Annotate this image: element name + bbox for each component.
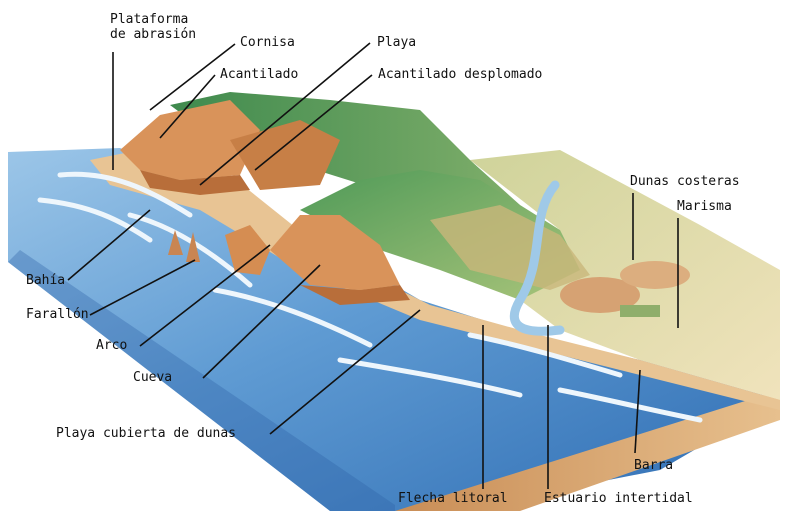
label-dunas-costeras: Dunas costeras (630, 174, 740, 189)
label-acantilado-desplomado: Acantilado desplomado (378, 67, 542, 82)
marsh-patch (620, 305, 660, 317)
label-bahia: Bahía (26, 273, 65, 288)
label-barra: Barra (634, 458, 673, 473)
label-marisma: Marisma (677, 199, 732, 214)
label-plataforma-line1: Plataforma (110, 12, 196, 27)
label-plataforma-de-abrasion: Plataforma de abrasión (110, 12, 196, 42)
label-farallon: Farallón (26, 307, 89, 322)
label-playa: Playa (377, 35, 416, 50)
label-plataforma-line2: de abrasión (110, 27, 196, 42)
coastal-dune-2 (620, 261, 690, 289)
label-flecha-litoral: Flecha litoral (398, 491, 508, 506)
label-cueva: Cueva (133, 370, 172, 385)
label-cornisa: Cornisa (240, 35, 295, 50)
label-estuario-intertidal: Estuario intertidal (544, 491, 693, 506)
label-playa-cubierta-de-dunas: Playa cubierta de dunas (56, 426, 236, 441)
label-arco: Arco (96, 338, 127, 353)
label-acantilado: Acantilado (220, 67, 298, 82)
